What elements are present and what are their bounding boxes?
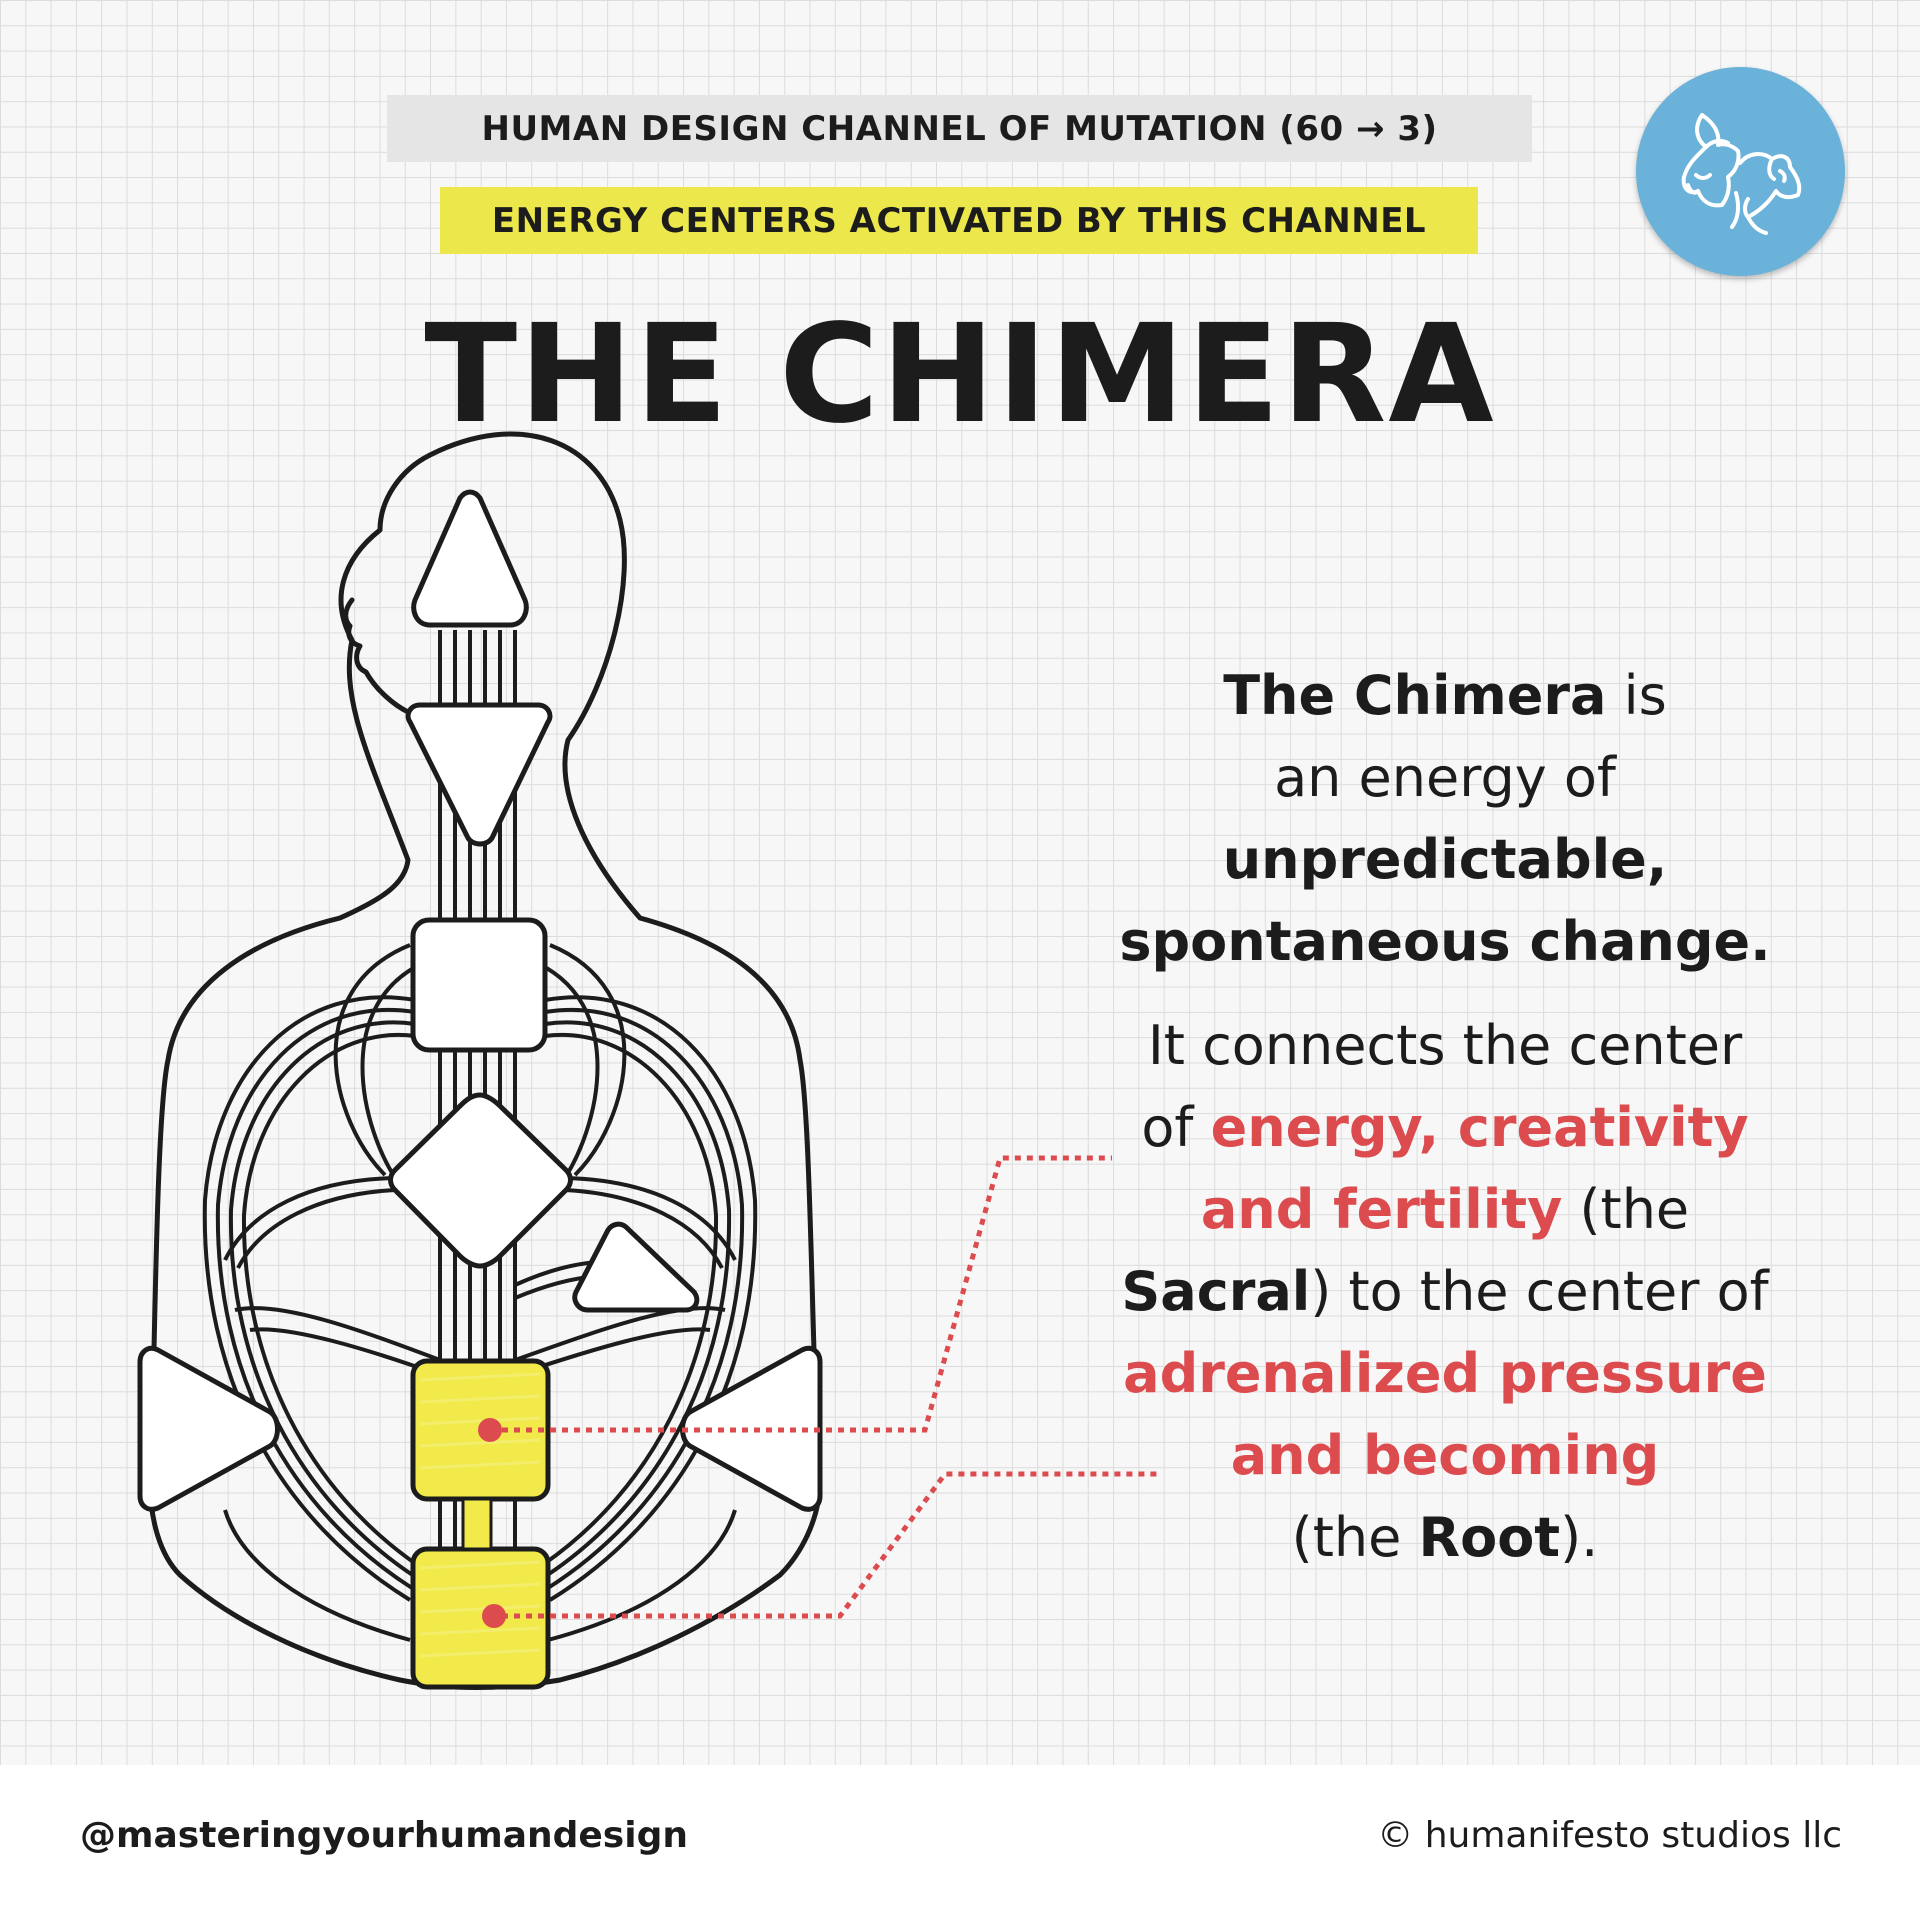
desc-line-5: It connects the center [1147,1014,1743,1077]
copyright-notice: © humanifesto studios llc [1377,1815,1842,1856]
desc-line-11: (the Root). [1291,1506,1599,1569]
logo-badge [1636,67,1845,276]
page-title: THE CHIMERA [424,296,1496,454]
energy-centers-label: ENERGY CENTERS ACTIVATED BY THIS CHANNEL [440,187,1478,254]
root-connector [490,1471,1160,1619]
desc-line-6: of energy, creativity [1141,1096,1749,1159]
spleen-center [137,1345,280,1512]
head-center [411,489,529,628]
channel-60-3 [461,1497,493,1551]
social-handle: @masteringyourhumandesign [80,1815,688,1856]
root-dot [482,1604,506,1628]
heart-center [572,1221,700,1313]
channel-description: The Chimera is an energy of unpredictabl… [1070,655,1820,1579]
desc-gap [1070,983,1820,1005]
desc-line-3: unpredictable, [1222,828,1668,891]
desc-line-1: The Chimera is [1223,664,1667,727]
channel-label: HUMAN DESIGN CHANNEL OF MUTATION (60 → 3… [387,95,1532,162]
solar-plexus-center [680,1345,823,1512]
desc-line-2: an energy of [1274,746,1616,809]
desc-line-7: and fertility (the [1200,1178,1690,1241]
desc-line-4: spontaneous change. [1119,910,1771,973]
footer-band [0,1765,1920,1920]
g-center [388,1092,573,1269]
throat-center [410,917,548,1053]
sacral-connector [490,1155,1112,1433]
sacral-dot [478,1418,502,1442]
desc-line-10: and becoming [1230,1424,1660,1487]
ajna-center [405,702,553,847]
desc-line-8: Sacral) to the center of [1121,1260,1769,1323]
desc-line-9: adrenalized pressure [1123,1342,1767,1405]
goat-icon [1681,113,1802,235]
